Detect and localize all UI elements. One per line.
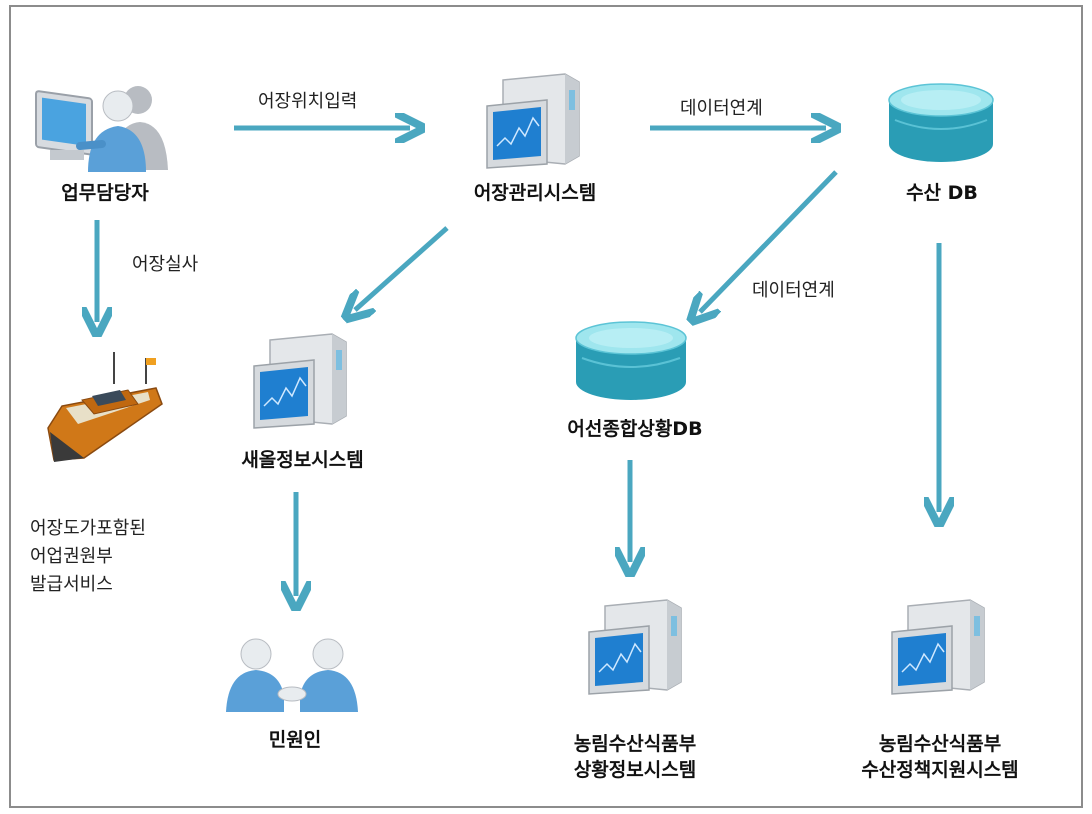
- node-label-vessel-db: 어선종합상황DB: [567, 418, 703, 440]
- node-label-fishery-db: 수산 DB: [906, 182, 978, 204]
- node-label-ministry-status: 농림수산식품부 상황정보시스템: [573, 733, 697, 781]
- node-label-citizen: 민원인: [268, 729, 322, 751]
- edge-label-data-link-1: 데이터연계: [680, 98, 763, 119]
- fishery-db-cylinder-icon: [888, 83, 994, 162]
- arrow-db-to-vessel: [700, 170, 838, 312]
- farm-system-computer-icon: [486, 73, 580, 169]
- node-label-staff: 업무담당자: [61, 182, 149, 204]
- edge-label-survey: 어장실사: [132, 254, 199, 275]
- node-label-farm-system: 어장관리시스템: [473, 182, 597, 204]
- node-label-ministry-policy: 농림수산식품부 수산정책지원시스템: [861, 733, 1019, 781]
- ministry-policy-computer-icon: [891, 599, 985, 695]
- citizen-handshake-icon: [226, 638, 358, 712]
- edge-label-data-link-2: 데이터연계: [752, 280, 835, 301]
- vessel-db-cylinder-icon: [575, 321, 687, 400]
- staff-at-computer-icon: [35, 86, 168, 172]
- edge-label-location-input: 어장위치입력: [258, 91, 358, 112]
- ministry-status-computer-icon: [588, 599, 682, 695]
- fishing-boat-icon: [47, 352, 163, 462]
- edge-label-service: 어장도가포함된 어업권원부 발급서비스: [30, 518, 146, 595]
- arrow-farm-to-saeol: [355, 226, 449, 310]
- node-label-saeol-system: 새올정보시스템: [241, 449, 364, 471]
- saeol-system-computer-icon: [253, 333, 347, 429]
